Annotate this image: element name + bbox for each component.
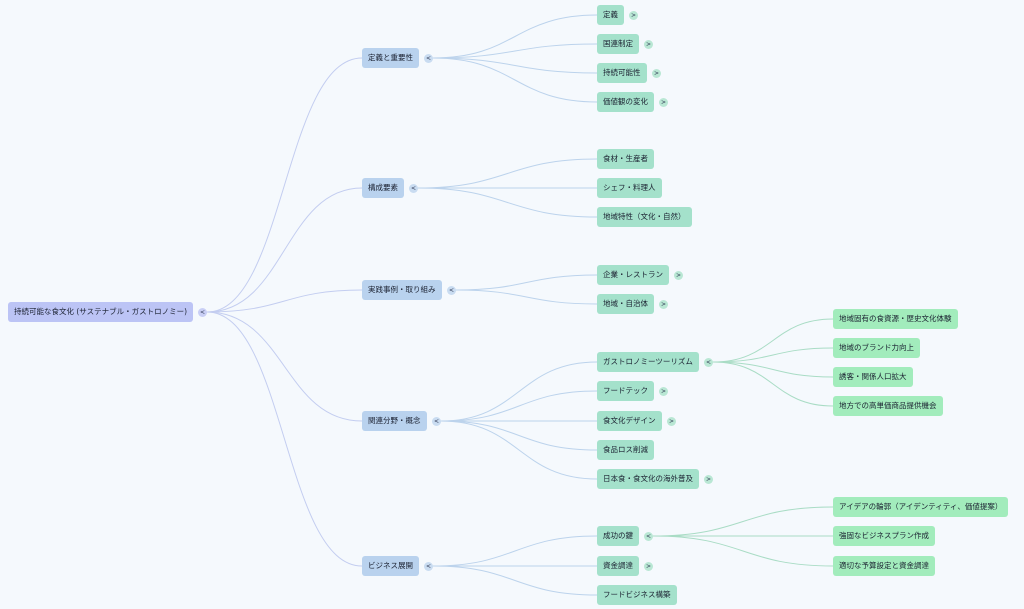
connector-line	[432, 535, 598, 567]
expand-toggle-icon[interactable]: >	[659, 386, 668, 396]
topic-node[interactable]: 価値観の変化	[597, 92, 654, 112]
connector-line	[417, 158, 598, 189]
collapse-toggle-icon[interactable]: <	[409, 183, 418, 193]
topic-node[interactable]: シェフ・料理人	[597, 178, 662, 198]
connector-line	[432, 565, 598, 596]
subtopic-node[interactable]: アイデアの輪郭（アイデンティティ、価値提案）	[833, 497, 1009, 517]
connector-line	[652, 535, 834, 567]
expand-toggle-icon[interactable]: >	[644, 561, 653, 571]
connector-line	[206, 289, 363, 313]
connector-line	[712, 361, 834, 407]
collapse-toggle-icon[interactable]: <	[644, 531, 653, 541]
topic-node[interactable]: 成功の鍵	[597, 526, 639, 546]
subtopic-node[interactable]: 地域のブランド力向上	[833, 338, 920, 358]
connector-line	[455, 274, 598, 291]
expand-toggle-icon[interactable]: >	[704, 474, 713, 484]
connector-line	[712, 318, 834, 363]
collapse-toggle-icon[interactable]: <	[424, 561, 433, 571]
root-node[interactable]: 持続可能な食文化 (サステナブル・ガストロノミー)	[8, 302, 194, 322]
branch-node[interactable]: 関連分野・概念	[362, 411, 427, 431]
collapse-toggle-icon[interactable]: <	[198, 307, 207, 317]
connector-line	[432, 14, 598, 59]
topic-node[interactable]: 国連制定	[597, 34, 639, 54]
topic-node[interactable]: 食材・生産者	[597, 149, 654, 169]
connector-line	[206, 311, 363, 567]
subtopic-node[interactable]: 地方での高単価商品提供機会	[833, 396, 943, 416]
connector-line	[440, 390, 598, 422]
expand-toggle-icon[interactable]: >	[652, 68, 661, 78]
connector-line	[206, 311, 363, 422]
topic-node[interactable]: 地域・自治体	[597, 294, 654, 314]
connector-line	[417, 187, 598, 218]
topic-node[interactable]: 日本食・食文化の海外普及	[597, 469, 699, 489]
topic-node[interactable]: 食品ロス削減	[597, 440, 654, 460]
expand-toggle-icon[interactable]: >	[644, 39, 653, 49]
connector-line	[440, 420, 598, 480]
expand-toggle-icon[interactable]: >	[629, 10, 638, 20]
branch-node[interactable]: 実践事例・取り組み	[362, 280, 442, 300]
topic-node[interactable]: 資金調達	[597, 556, 639, 576]
expand-toggle-icon[interactable]: >	[674, 270, 683, 280]
connector-line	[206, 57, 363, 313]
topic-node[interactable]: 食文化デザイン	[597, 411, 662, 431]
collapse-toggle-icon[interactable]: <	[432, 416, 441, 426]
topic-node[interactable]: 地域特性（文化・自然）	[597, 207, 692, 227]
connector-line	[440, 361, 598, 422]
collapse-toggle-icon[interactable]: <	[704, 357, 713, 367]
topic-node[interactable]: フードビジネス構築	[597, 585, 677, 605]
collapse-toggle-icon[interactable]: <	[424, 53, 433, 63]
connector-line	[652, 506, 834, 537]
topic-node[interactable]: 企業・レストラン	[597, 265, 669, 285]
connector-line	[455, 289, 598, 305]
topic-node[interactable]: フードテック	[597, 381, 654, 401]
connector-line	[432, 57, 598, 103]
connector-line	[432, 43, 598, 59]
expand-toggle-icon[interactable]: >	[659, 97, 668, 107]
connector-line	[206, 187, 363, 313]
connector-line	[712, 361, 834, 378]
subtopic-node[interactable]: 誘客・関係人口拡大	[833, 367, 913, 387]
connector-line	[432, 57, 598, 74]
topic-node[interactable]: 定義	[597, 5, 624, 25]
topic-node[interactable]: 持続可能性	[597, 63, 647, 83]
expand-toggle-icon[interactable]: >	[659, 299, 668, 309]
collapse-toggle-icon[interactable]: <	[447, 285, 456, 295]
subtopic-node[interactable]: 強固なビジネスプラン作成	[833, 526, 935, 546]
branch-node[interactable]: ビジネス展開	[362, 556, 419, 576]
connector-line	[712, 347, 834, 363]
subtopic-node[interactable]: 適切な予算設定と資金調達	[833, 556, 935, 576]
branch-node[interactable]: 定義と重要性	[362, 48, 419, 68]
expand-toggle-icon[interactable]: >	[667, 416, 676, 426]
connector-line	[440, 420, 598, 451]
branch-node[interactable]: 構成要素	[362, 178, 404, 198]
subtopic-node[interactable]: 地域固有の食資源・歴史文化体験	[833, 309, 958, 329]
topic-node[interactable]: ガストロノミーツーリズム	[597, 352, 699, 372]
